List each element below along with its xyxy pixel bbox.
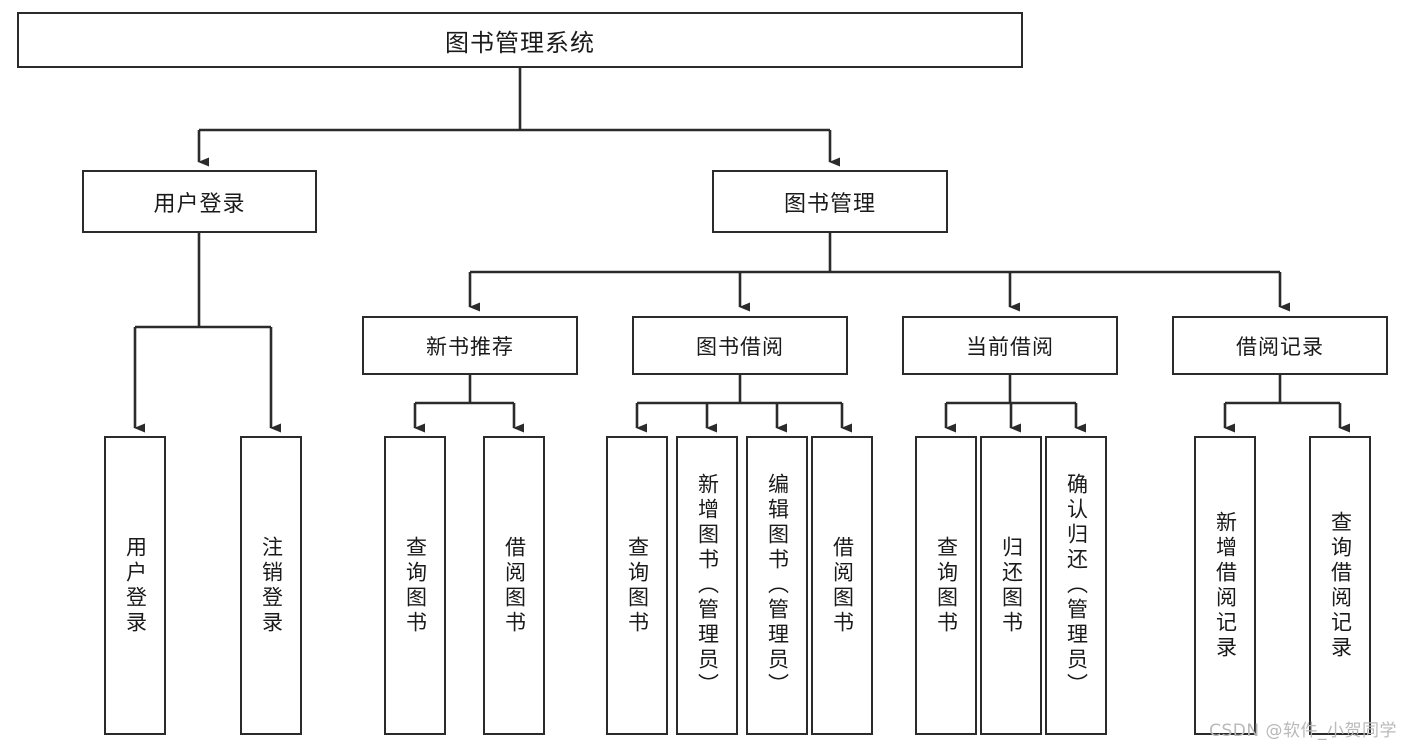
leaf-node-user-login[interactable]: 用户登录 (104, 436, 166, 735)
node-borrow-record[interactable]: 借阅记录 (1172, 316, 1388, 375)
node-current-borrow[interactable]: 当前借阅 (902, 316, 1118, 375)
leaf-node-add-book-admin[interactable]: 新增图书（管理员） (676, 436, 738, 735)
node-user-login[interactable]: 用户登录 (82, 170, 317, 233)
leaf-node-borrow-book-borrow[interactable]: 借阅图书 (811, 436, 873, 735)
leaf-node-query-book-borrow[interactable]: 查询图书 (606, 436, 668, 735)
leaf-node-return-book[interactable]: 归还图书 (980, 436, 1042, 735)
leaf-node-query-borrow-record[interactable]: 查询借阅记录 (1309, 436, 1371, 735)
node-new-book-recommend[interactable]: 新书推荐 (362, 316, 578, 375)
node-book-manage[interactable]: 图书管理 (712, 170, 948, 233)
leaf-node-borrow-book-recommend[interactable]: 借阅图书 (483, 436, 545, 735)
leaf-node-add-borrow-record[interactable]: 新增借阅记录 (1194, 436, 1256, 735)
leaf-node-edit-book-admin[interactable]: 编辑图书（管理员） (746, 436, 808, 735)
leaf-node-user-logout[interactable]: 注销登录 (240, 436, 302, 735)
csdn-watermark: CSDN @软件_小贺同学 (1209, 721, 1397, 741)
leaf-node-query-book-recommend[interactable]: 查询图书 (384, 436, 446, 735)
leaf-node-query-book-current[interactable]: 查询图书 (915, 436, 977, 735)
node-root-system[interactable]: 图书管理系统 (17, 12, 1023, 68)
leaf-node-confirm-return-admin[interactable]: 确认归还（管理员） (1045, 436, 1107, 735)
node-book-borrow[interactable]: 图书借阅 (632, 316, 848, 375)
